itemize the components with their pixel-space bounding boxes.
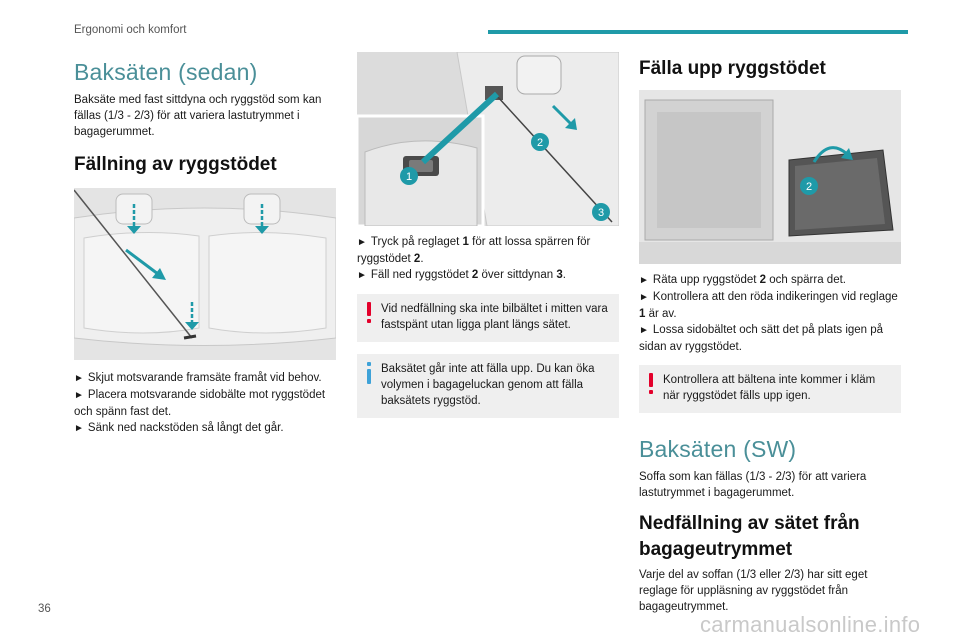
title-baksaten-sedan: Baksäten (sedan) (74, 59, 258, 85)
step-arrow-icon: ► (74, 373, 84, 384)
column-2: 1 2 3 ►Tryck på reglaget 1 för att lossa… (357, 52, 619, 418)
step-3-text: Sänk ned nackstöden så långt det går. (87, 422, 284, 434)
figure-raise-backrest: 2 (639, 90, 901, 264)
section-header-title: Ergonomi och komfort (74, 24, 187, 36)
warning-text: Vid nedfällning ska inte bilbältet i mit… (381, 303, 608, 331)
warning-text: Kontrollera att bältena inte kommer i kl… (663, 374, 876, 402)
column-3: Fälla upp ryggstödet 2 ►Räta upp ryggstö… (639, 52, 901, 615)
step-arrow-icon: ► (74, 423, 84, 434)
step-release-belt: ►Lossa sidobältet och sätt det på plats … (639, 324, 884, 353)
step-1: ►Skjut motsvarande framsäte framåt vid b… (74, 370, 336, 387)
figure-release-lever: 1 2 3 (357, 52, 619, 226)
step-fold-down: ►Fäll ned ryggstödet 2 över sittdynan 3. (357, 269, 566, 281)
rear-seat-illustration (74, 188, 336, 360)
figure-rear-seat (74, 188, 336, 360)
step-arrow-icon: ► (639, 292, 649, 303)
callout-1: 1 (406, 171, 412, 183)
raise-backrest-illustration: 2 (639, 90, 901, 264)
warning-icon (647, 373, 655, 395)
page-number: 36 (38, 603, 51, 615)
subtitle-nedfallning: Nedfällning av sätet från bagageutrymmet (639, 513, 860, 560)
warning-note: Vid nedfällning ska inte bilbältet i mit… (357, 294, 619, 342)
header-accent-bar (488, 30, 908, 34)
info-note: Baksätet går inte att fälla upp. Du kan … (357, 354, 619, 418)
subtitle-falla-upp: Fälla upp ryggstödet (639, 58, 826, 79)
step-arrow-icon: ► (639, 275, 649, 286)
step-press-lever: ►Tryck på reglaget 1 för att lossa spärr… (357, 236, 591, 265)
step-3: ►Sänk ned nackstöden så långt det går. (74, 420, 336, 437)
step-check-indicator: ►Kontrollera att den röda indikeringen v… (639, 291, 898, 320)
step-raise: ►Räta upp ryggstödet 2 och spärra det. (639, 274, 846, 286)
subtitle-fallning: Fällning av ryggstödet (74, 154, 277, 175)
step-2: ►Placera motsvarande sidobälte mot ryggs… (74, 387, 336, 420)
callout-2: 2 (806, 181, 812, 193)
info-icon (365, 362, 373, 384)
step-arrow-icon: ► (74, 390, 84, 401)
step-arrow-icon: ► (639, 325, 649, 336)
callout-3: 3 (598, 207, 604, 219)
title-baksaten-sw: Baksäten (SW) (639, 436, 797, 462)
callout-2: 2 (537, 137, 543, 149)
body-sw: Varje del av soffan (1/3 eller 2/3) har … (639, 569, 868, 613)
info-text: Baksätet går inte att fälla upp. Du kan … (381, 363, 595, 407)
warning-note-belts: Kontrollera att bältena inte kommer i kl… (639, 365, 901, 413)
intro-sedan: Baksäte med fast sittdyna och ryggstöd s… (74, 94, 322, 138)
watermark: carmanualsonline.info (700, 612, 921, 637)
step-1-text: Skjut motsvarande framsäte framåt vid be… (87, 372, 322, 384)
release-lever-illustration: 1 2 3 (357, 52, 619, 226)
column-1: Baksäten (sedan) Baksäte med fast sittdy… (74, 52, 336, 437)
intro-sw: Soffa som kan fällas (1/3 - 2/3) för att… (639, 471, 867, 499)
warning-icon (365, 302, 373, 324)
step-arrow-icon: ► (357, 237, 367, 248)
step-2-text: Placera motsvarande sidobälte mot ryggst… (74, 389, 326, 418)
step-arrow-icon: ► (357, 270, 367, 281)
